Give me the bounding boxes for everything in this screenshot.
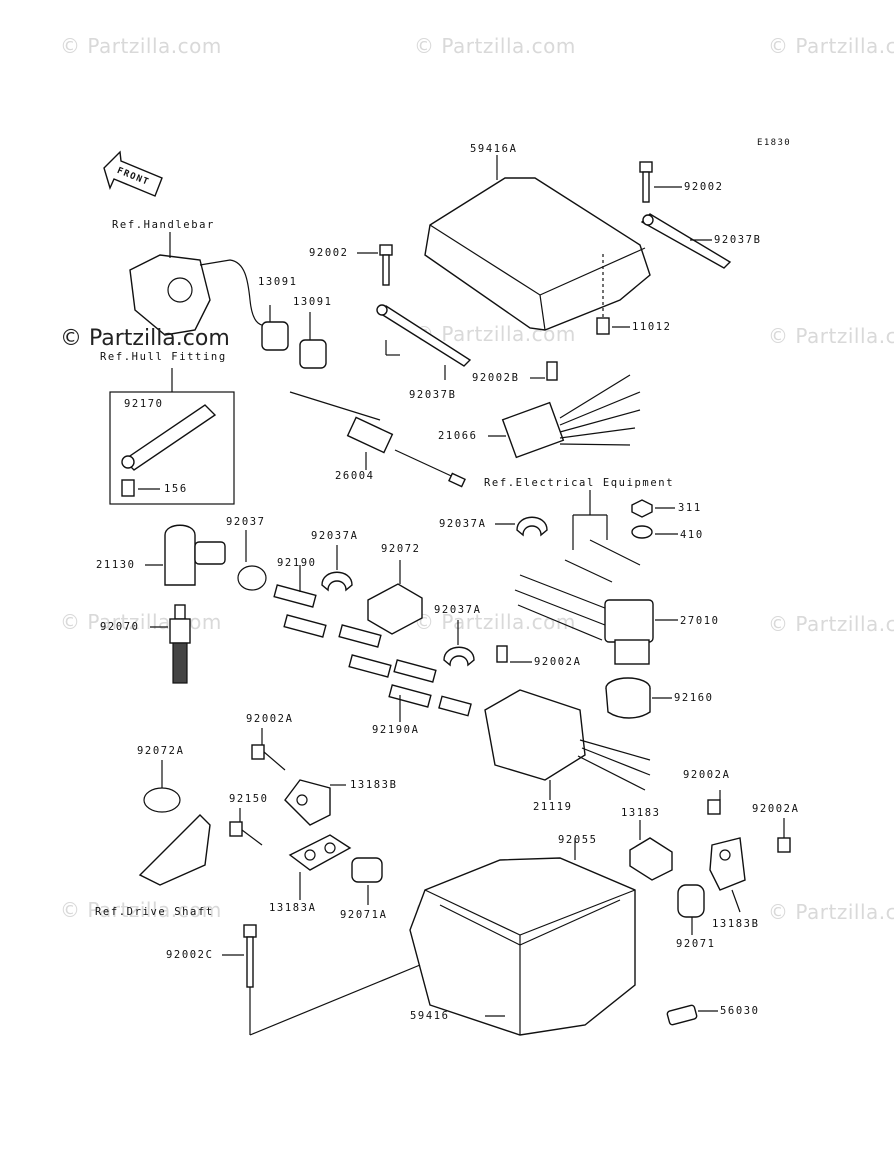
- label-13183B-a: 13183B: [350, 779, 398, 791]
- label-13091-b: 13091: [293, 296, 333, 308]
- label-92070: 92070: [100, 621, 140, 633]
- bracket-92072A: [138, 760, 211, 886]
- bolt-92002A-right-b: [777, 818, 791, 853]
- clip-92037A-c: [495, 516, 548, 537]
- label-156: 156: [164, 483, 188, 495]
- label-92037A-b: 92037A: [434, 604, 482, 616]
- label-92037A-c: 92037A: [439, 518, 487, 530]
- bolt-92150: [229, 808, 263, 846]
- label-92037-left: 92037: [226, 516, 266, 528]
- hull-fitting-box: [109, 368, 235, 505]
- label-311: 311: [678, 502, 702, 514]
- label-13183A: 13183A: [269, 902, 317, 914]
- watermark-strong: © Partzilla.com: [60, 326, 230, 351]
- watermark-top-center: © Partzilla.com: [414, 34, 576, 58]
- plate-13183A: [288, 834, 352, 900]
- bolt-92002A-left: [251, 728, 286, 771]
- regulator-21066: [488, 361, 641, 459]
- plate-13183B-b: [709, 837, 746, 913]
- label-92002A-a: 92002A: [534, 656, 582, 668]
- label-92002A-b: 92002A: [246, 713, 294, 725]
- damper-13091-b: [299, 312, 327, 369]
- clip-92037A-b: [443, 620, 475, 667]
- label-21066: 21066: [438, 430, 478, 442]
- label-92037B-top: 92037B: [714, 234, 762, 246]
- label-92037A-a: 92037A: [311, 530, 359, 542]
- label-21119: 21119: [533, 801, 573, 813]
- label-92002-top: 92002: [684, 181, 724, 193]
- label-92002A-d: 92002A: [752, 803, 800, 815]
- label-13183: 13183: [621, 807, 661, 819]
- label-92071: 92071: [676, 938, 716, 950]
- label-92072A: 92072A: [137, 745, 185, 757]
- watermark-mid-right: © Partzilla.com: [768, 324, 894, 348]
- plate-13183B-a: [284, 779, 346, 826]
- label-92071A: 92071A: [340, 909, 388, 921]
- label-11012: 11012: [632, 321, 672, 333]
- label-92160: 92160: [674, 692, 714, 704]
- label-92190A: 92190A: [372, 724, 420, 736]
- label-410: 410: [680, 529, 704, 541]
- label-92002A-c: 92002A: [683, 769, 731, 781]
- ref-drive-shaft: Ref.Drive Shaft: [95, 906, 214, 918]
- label-59416A: 59416A: [470, 143, 518, 155]
- damper-92071A: [351, 857, 383, 905]
- label-92072: 92072: [381, 543, 421, 555]
- label-56030: 56030: [720, 1005, 760, 1017]
- diagram-code: E1830: [757, 138, 792, 148]
- label-92190: 92190: [277, 557, 317, 569]
- label-92002B: 92002B: [472, 372, 520, 384]
- label-21130: 21130: [96, 559, 136, 571]
- watermark-bottom-right: © Partzilla.com: [768, 900, 894, 924]
- plug-cap-21130: [145, 524, 226, 586]
- damper-13091-a: [261, 305, 289, 351]
- label-92002C: 92002C: [166, 949, 214, 961]
- collar-11012: [596, 254, 630, 335]
- front-arrow-icon: [103, 150, 163, 197]
- label-59416: 59416: [410, 1010, 450, 1022]
- watermark-top-left: © Partzilla.com: [60, 34, 222, 58]
- handlebar-throttle-assembly: [129, 232, 271, 336]
- bolt-92002C: [222, 924, 421, 1036]
- watermark-lower-right: © Partzilla.com: [768, 612, 894, 636]
- label-92055: 92055: [558, 834, 598, 846]
- cover-59416A: [424, 155, 651, 331]
- ref-handlebar: Ref.Handlebar: [112, 219, 215, 231]
- spark-plug-92070: [150, 604, 191, 684]
- clamp-92037: [237, 530, 267, 591]
- ref-electrical-equipment: Ref.Electrical Equipment: [484, 477, 675, 489]
- bolt-92002A-right-a: [707, 790, 721, 815]
- label-92170: 92170: [124, 398, 164, 410]
- tubes-92190: [273, 565, 472, 722]
- damper-92071: [677, 884, 705, 935]
- holder-92072: [367, 560, 423, 635]
- plate-13183: [629, 820, 673, 881]
- label-13091-a: 13091: [258, 276, 298, 288]
- cap-92160: [605, 677, 672, 719]
- starter-relay-27010: [514, 490, 678, 665]
- label-26004: 26004: [335, 470, 375, 482]
- bolt-92002-top: [639, 161, 682, 203]
- watermark-lower-center: © Partzilla.com: [414, 610, 576, 634]
- label-13183B-b: 13183B: [712, 918, 760, 930]
- ignition-coil-21119: [484, 645, 651, 800]
- watermark-lower-left: © Partzilla.com: [60, 610, 222, 634]
- label-92002-left: 92002: [309, 247, 349, 259]
- ref-hull-fitting: Ref.Hull Fitting: [100, 351, 227, 363]
- case-59416: [409, 838, 718, 1036]
- strap-92037B-top: [640, 213, 732, 269]
- label-27010: 27010: [680, 615, 720, 627]
- throttle-cable-26004: [289, 391, 466, 488]
- clip-92037A-a: [321, 545, 353, 592]
- watermark-bottom-left: © Partzilla.com: [60, 898, 222, 922]
- label-92150: 92150: [229, 793, 269, 805]
- bolt-92002-left: [357, 244, 393, 286]
- label-92037B-mid: 92037B: [409, 389, 457, 401]
- strap-92037B-mid: [376, 304, 472, 380]
- watermark-top-right: © Partzilla.com: [768, 34, 894, 58]
